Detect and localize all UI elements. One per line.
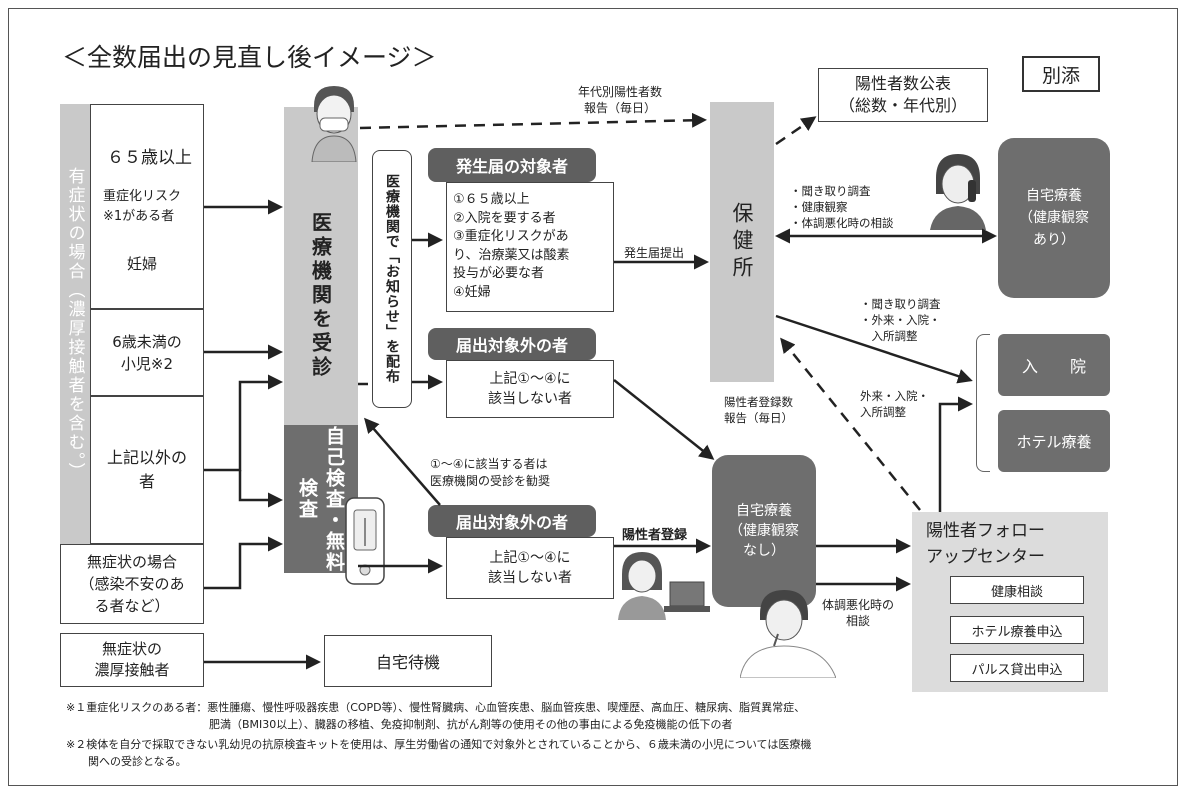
test-kit-illustration bbox=[345, 497, 385, 585]
nontarget2-header: 届出対象外の者 bbox=[428, 505, 596, 537]
target-header: 発生届の対象者 bbox=[428, 148, 596, 182]
person-laptop-illustration bbox=[618, 552, 710, 620]
arrow-hc-to-hospital bbox=[775, 314, 973, 384]
arrow-followup-to-hc-dashed bbox=[780, 337, 921, 511]
age65-label: ６５歳以上 bbox=[107, 148, 192, 168]
figure-frame bbox=[8, 8, 1178, 786]
home-wait-box: 自宅待機 bbox=[324, 635, 492, 687]
attachment-badge: 別添 bbox=[1022, 56, 1100, 92]
footnote-2: ※２検体を自分で採取できない乳幼児の抗原検査キットを使用は、厚生労働省の通知で対… bbox=[66, 738, 812, 768]
high-risk-label: 重症化リスク※1がある者 bbox=[103, 189, 182, 224]
worsen-consult-label: 体調悪化時の 相談 bbox=[822, 598, 895, 628]
arrow-recommend-to-medical bbox=[364, 417, 441, 506]
patient-in-bed-illustration bbox=[740, 590, 836, 678]
arrow-followup-to-facilities bbox=[938, 396, 973, 512]
fc-to-hospital-label: 外来・入院・ 入所調整 bbox=[860, 389, 929, 419]
notice-box: 医療機関で「お知らせ」を配布 bbox=[372, 150, 412, 408]
symptomatic-side-label: 有症状の場合（濃厚接触者を含む。） bbox=[60, 104, 90, 544]
registration-label: 陽性者登録 bbox=[622, 528, 688, 543]
arrow-g3-to-selftest bbox=[238, 470, 283, 508]
health-worker-phone-illustration bbox=[930, 154, 986, 230]
target-body: ①６５歳以上 ②入院を要する者 ③重症化リスクがあ り、治療薬又は酸素 投与が必… bbox=[446, 182, 614, 312]
arrow-g3-to-medical bbox=[204, 374, 283, 472]
hospital-box: 入 院 bbox=[998, 334, 1110, 396]
hc-to-hospital-label: ・聞き取り調査 ・外来・入院・ 入所調整 bbox=[860, 297, 941, 343]
group-elderly-risk-pregnant: ６５歳以上 重症化リスク※1がある者 妊婦 bbox=[90, 104, 204, 309]
followup-item-pulse-lend: パルス貸出申込 bbox=[950, 654, 1084, 682]
hotel-box: ホテル療養 bbox=[998, 410, 1110, 472]
followup-title: 陽性者フォロー アップセンター bbox=[926, 521, 1045, 567]
footnote-1: ※１重症化リスクのある者：悪性腫瘍、慢性呼吸器疾患（COPD等）、慢性腎臓病、心… bbox=[66, 701, 806, 731]
arrow-medical-to-hc-dashed bbox=[359, 112, 707, 130]
followup-item-hotel-apply: ホテル療養申込 bbox=[950, 616, 1084, 644]
target-criteria: ①６５歳以上 ②入院を要する者 ③重症化リスクがあ り、治療薬又は酸素 投与が必… bbox=[453, 192, 570, 300]
nontarget1-header: 届出対象外の者 bbox=[428, 328, 596, 360]
home-care-no-observation-box: 自宅療養 （健康観察 なし） bbox=[712, 455, 816, 607]
asymptomatic-box: 無症状の場合 （感染不安のあ る者など） bbox=[60, 544, 204, 624]
pregnant-label: 妊婦 bbox=[127, 255, 158, 273]
group-children-under6: 6歳未満の 小児※2 bbox=[90, 309, 204, 396]
submit-label: 発生届提出 bbox=[624, 246, 685, 260]
recommend-label: ①～④に該当する者は 医療機関の受診を勧奨 bbox=[430, 457, 551, 488]
registration-report-label: 陽性者登録数 報告（毎日） bbox=[724, 395, 793, 425]
close-contact-box: 無症状の 濃厚接触者 bbox=[60, 633, 204, 687]
public-announcement-box: 陽性者数公表 （総数・年代別） bbox=[818, 68, 988, 122]
doctor-illustration bbox=[311, 86, 357, 162]
nontarget2-body: 上記①～④に 該当しない者 bbox=[446, 537, 614, 599]
arrow-nontarget1-to-homecare bbox=[613, 379, 715, 460]
diagram-title: ＜全数届出の見直し後イメージ＞ bbox=[62, 43, 437, 72]
hc-to-home-label: ・聞き取り調査 ・健康観察 ・体調悪化時の相談 bbox=[790, 184, 894, 230]
home-care-observation-box: 自宅療養 （健康観察 あり） bbox=[998, 138, 1110, 298]
group-others: 上記以外の 者 bbox=[90, 396, 204, 544]
followup-item-health-consult: 健康相談 bbox=[950, 576, 1084, 604]
nontarget1-body: 上記①～④に 該当しない者 bbox=[446, 360, 614, 418]
arrow-hc-to-announce-dashed bbox=[775, 116, 817, 146]
facility-bracket bbox=[976, 334, 990, 472]
age-report-label: 年代別陽性者数 報告（毎日） bbox=[578, 85, 663, 115]
health-center-column: 保健所 bbox=[710, 102, 774, 382]
followup-center: 陽性者フォロー アップセンター 健康相談 ホテル療養申込 パルス貸出申込 bbox=[912, 512, 1108, 692]
arrow-asymp-to-selftest bbox=[204, 536, 283, 590]
